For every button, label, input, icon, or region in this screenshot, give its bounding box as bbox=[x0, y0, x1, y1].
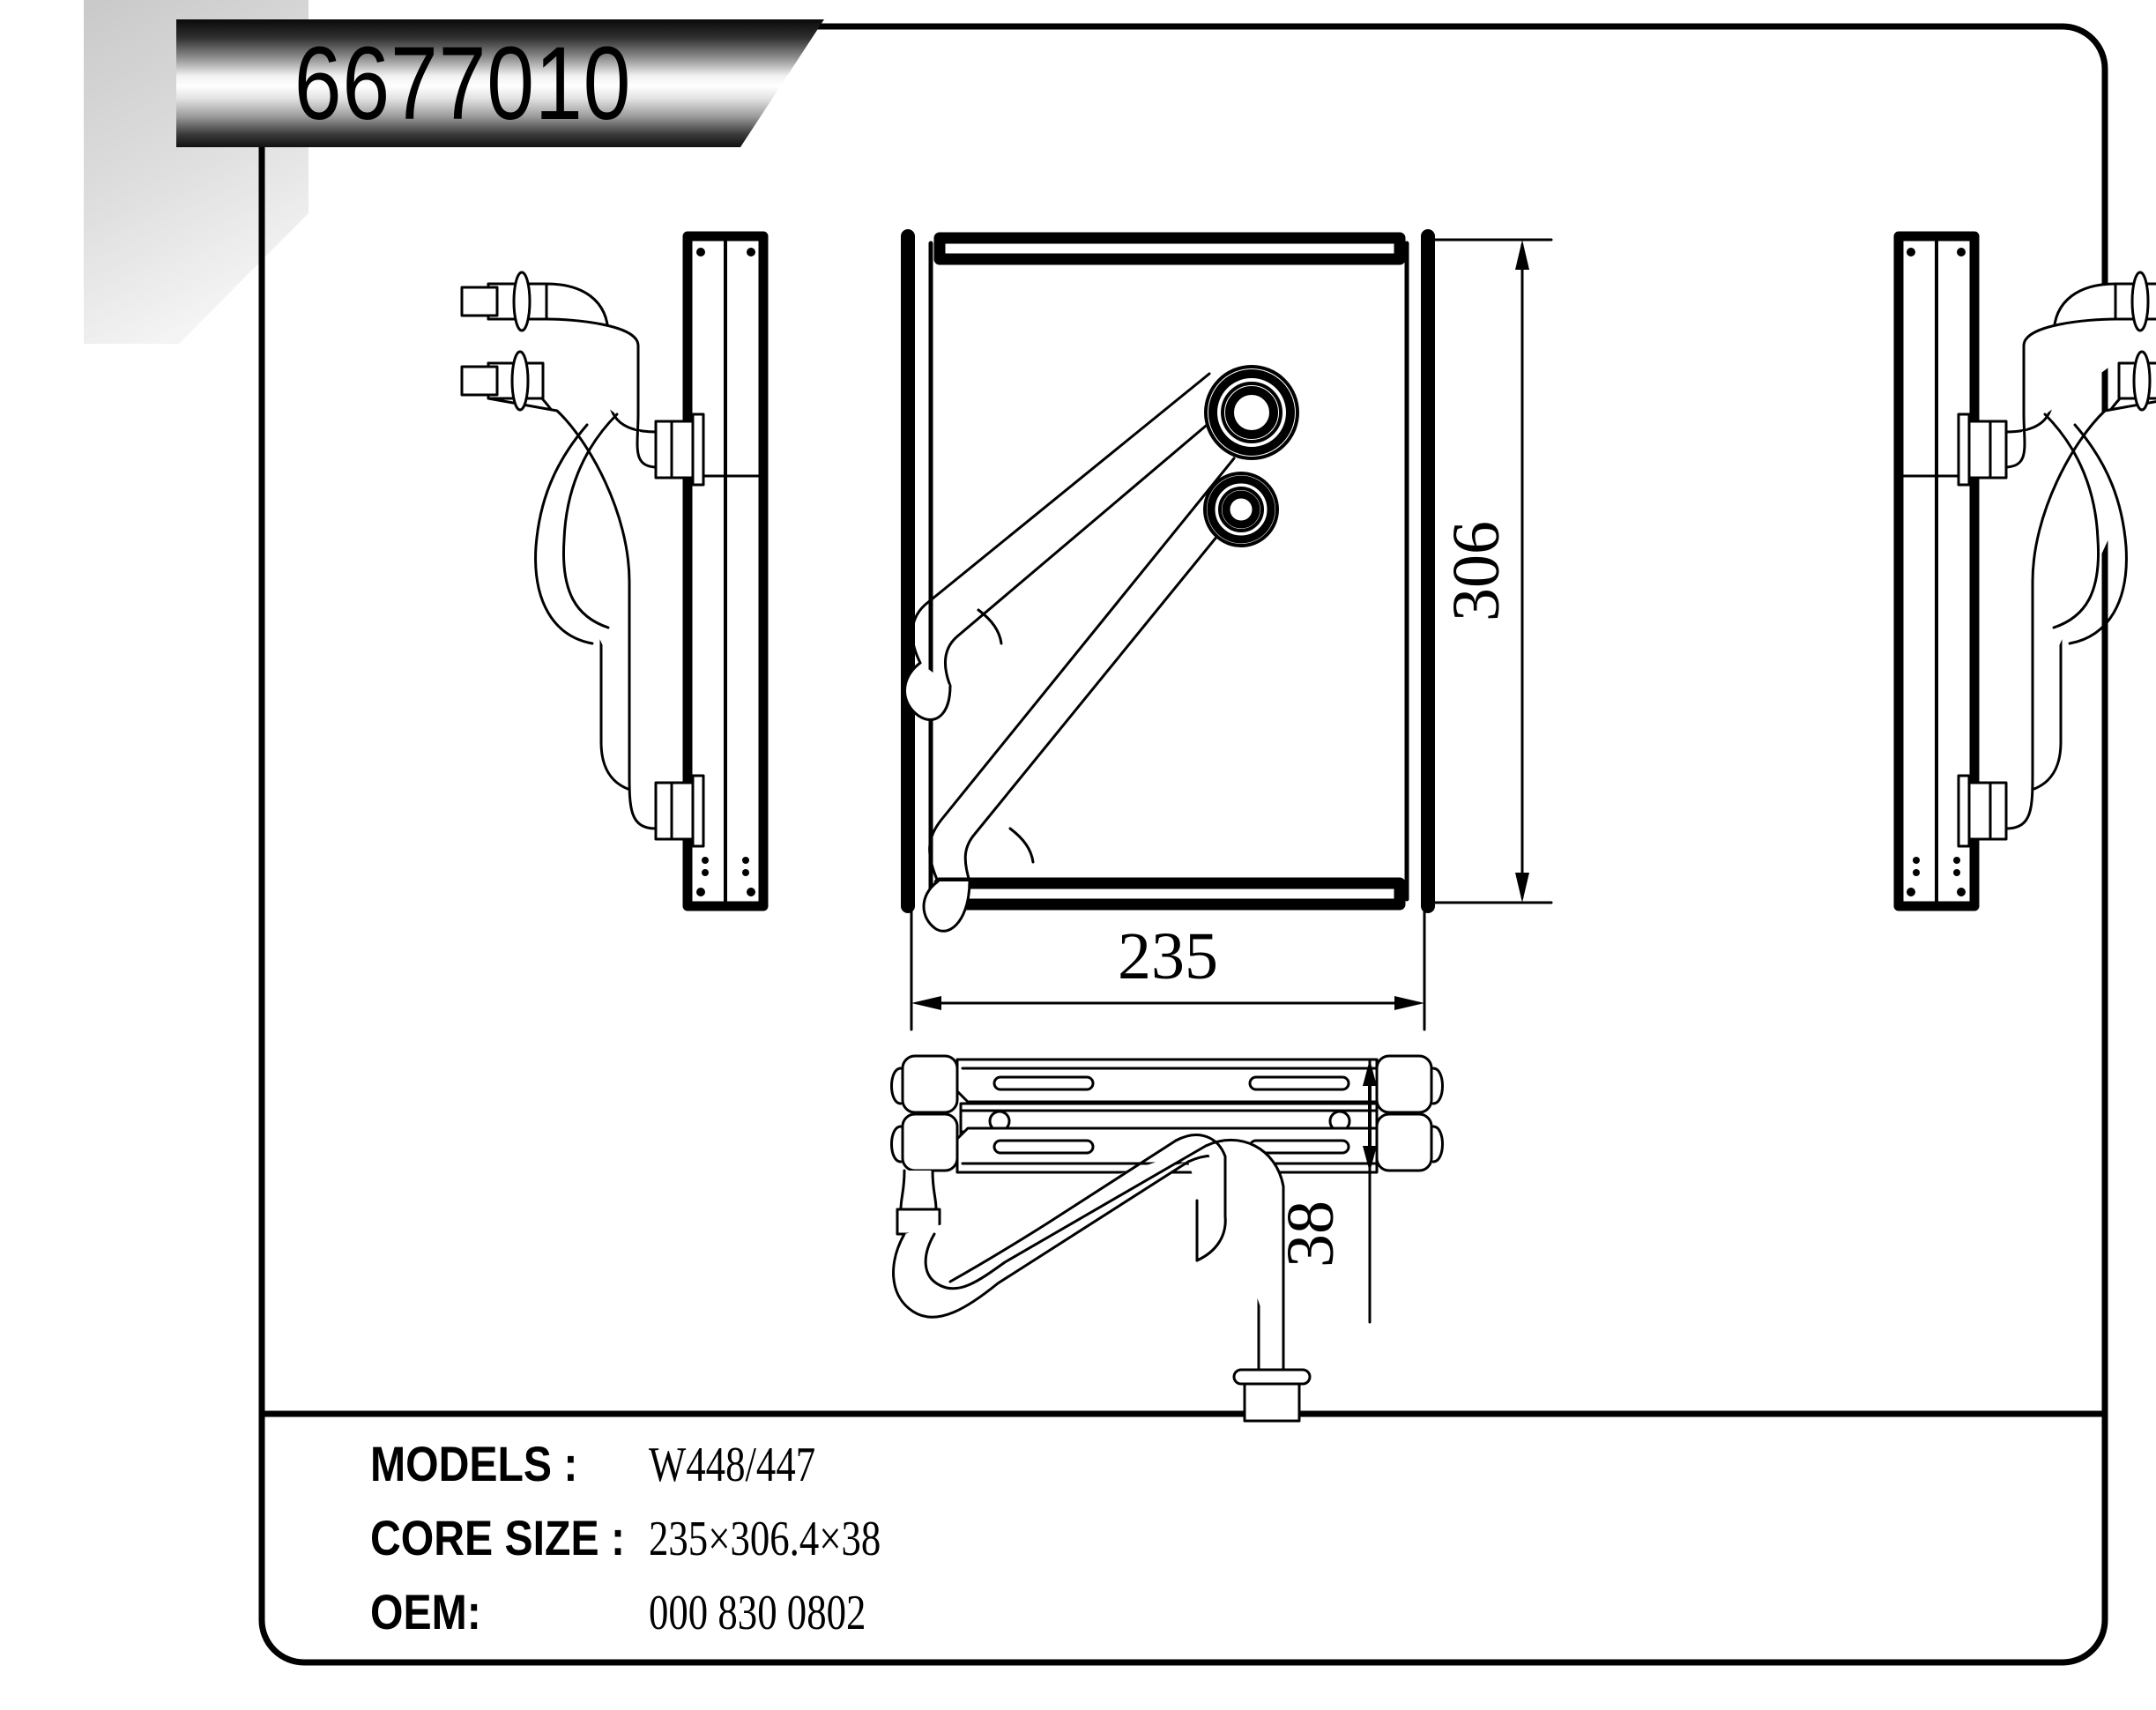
port-large bbox=[1204, 365, 1299, 460]
bottom-view bbox=[890, 1054, 1444, 1423]
spec-row-core-size: CORE SIZE : 235×306.4×38 bbox=[370, 1509, 1692, 1583]
core-size-value: 235×306.4×38 bbox=[649, 1512, 881, 1566]
spec-block: MODELS : W448/447 CORE SIZE : 235×306.4×… bbox=[370, 1435, 1692, 1657]
models-value: W448/447 bbox=[649, 1438, 816, 1492]
core-size-label: CORE SIZE : bbox=[370, 1510, 625, 1565]
spec-row-models: MODELS : W448/447 bbox=[370, 1435, 1692, 1509]
left-side-view bbox=[460, 231, 769, 911]
dimension-height-306 bbox=[1431, 238, 1553, 904]
title-banner: 6677010 bbox=[176, 19, 824, 147]
left-connector-upper bbox=[654, 413, 705, 487]
dimension-depth-label: 38 bbox=[1274, 1201, 1348, 1268]
right-side-view bbox=[1893, 231, 2156, 911]
models-label: MODELS : bbox=[370, 1436, 578, 1491]
dimension-width-235 bbox=[910, 910, 1426, 1031]
dimension-height-label: 306 bbox=[1439, 521, 1513, 621]
spec-row-oem: OEM: 000 830 0802 bbox=[370, 1583, 1692, 1657]
oem-value: 000 830 0802 bbox=[649, 1586, 866, 1640]
port-small bbox=[1203, 472, 1279, 547]
oem-label: OEM: bbox=[370, 1584, 481, 1639]
front-view bbox=[901, 229, 1435, 933]
dimension-depth-38 bbox=[1363, 1058, 1377, 1324]
left-connector-lower bbox=[654, 774, 705, 848]
dimension-width-label: 235 bbox=[1118, 919, 1218, 993]
